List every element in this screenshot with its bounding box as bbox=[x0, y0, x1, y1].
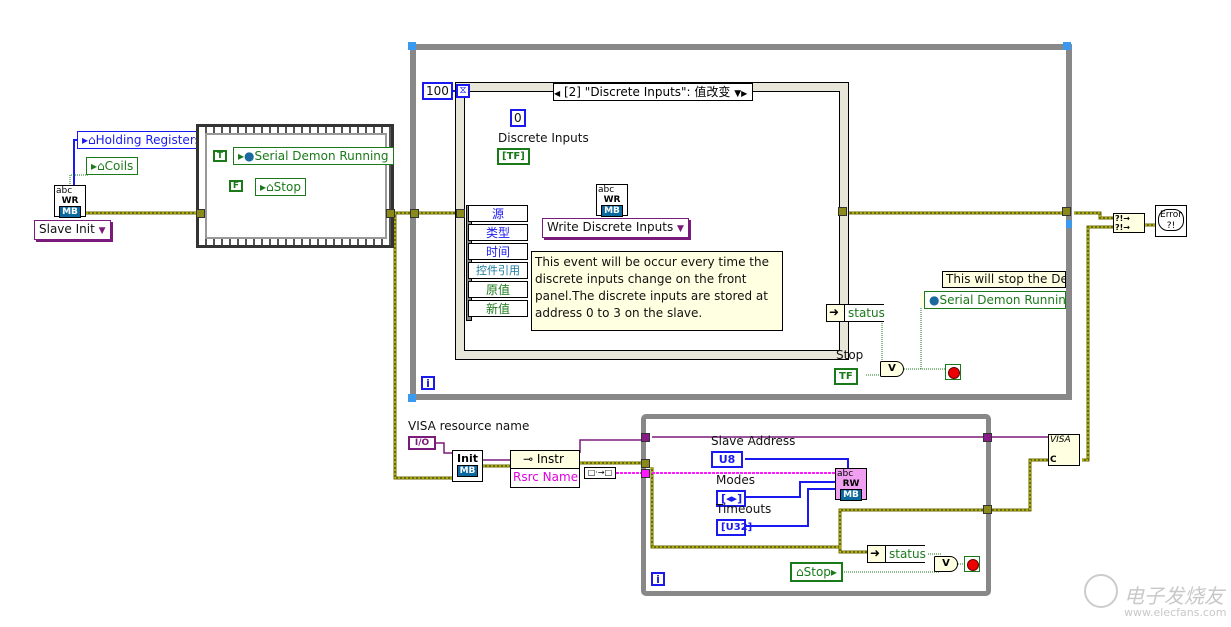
holding-registers-local[interactable]: ▸⌂Holding Registers bbox=[77, 131, 207, 149]
sequence-tunnel-in bbox=[196, 209, 205, 218]
house-icon: ⌂ bbox=[88, 133, 96, 147]
next-case-icon[interactable]: ▶ bbox=[741, 89, 748, 98]
event-field-oldval[interactable]: 原值 bbox=[468, 281, 528, 298]
slave-address-terminal[interactable]: U8 bbox=[711, 451, 743, 468]
loop-tunnel-error-out bbox=[983, 505, 992, 514]
or-gate[interactable]: V bbox=[880, 361, 904, 377]
arrow-right-icon: ▸ bbox=[238, 149, 245, 163]
timeout-constant[interactable]: 100 bbox=[422, 82, 453, 100]
house-icon: ⌂ bbox=[266, 180, 274, 194]
loop-tunnel-string-in bbox=[641, 469, 650, 478]
loop-corner-handle[interactable] bbox=[408, 42, 416, 50]
slave-address-label: Slave Address bbox=[711, 434, 796, 448]
event-tunnel-in bbox=[456, 209, 465, 218]
stop-comment: This will stop the Demon bbox=[942, 271, 1066, 288]
event-case-selector[interactable]: ◀ [2] "Discrete Inputs": 值改变 ▼▶ bbox=[553, 83, 753, 101]
speech-bubble-icon: Error ?! bbox=[1158, 209, 1184, 231]
arrow-right-icon: ▸ bbox=[91, 159, 98, 173]
arrow-right-icon: ➜ bbox=[870, 546, 881, 560]
house-icon: ⌂ bbox=[796, 565, 804, 579]
loop-edge-handle[interactable] bbox=[1066, 220, 1072, 228]
discrete-inputs-terminal[interactable]: [TF] bbox=[497, 148, 530, 165]
loop-tunnel-visa-out bbox=[983, 433, 992, 442]
watermark-logo-icon bbox=[1084, 574, 1118, 608]
true-constant[interactable]: T bbox=[213, 150, 227, 162]
merge-errors[interactable]: ?!→?!→ bbox=[1113, 213, 1145, 233]
loop-corner-handle[interactable] bbox=[1063, 42, 1071, 50]
unbundle-status[interactable]: ➜ status bbox=[826, 304, 885, 322]
event-comment: This event will be occur every time the … bbox=[531, 251, 783, 331]
stop-terminal[interactable]: TF bbox=[834, 368, 858, 385]
house-icon: ⌂ bbox=[97, 159, 105, 173]
timeouts-terminal[interactable]: [U32] bbox=[716, 519, 752, 536]
modes-label: Modes bbox=[716, 473, 755, 487]
unbundle-status[interactable]: ➜ status bbox=[867, 545, 926, 563]
address-constant[interactable]: 0 bbox=[510, 109, 526, 127]
globe-icon: ● bbox=[244, 149, 255, 163]
modes-terminal[interactable]: [◂▸] bbox=[716, 490, 746, 507]
watermark-url: www.elecfans.com bbox=[1124, 606, 1227, 619]
hourglass-icon: ⧖ bbox=[456, 84, 470, 98]
stop-local[interactable]: ▸⌂Stop bbox=[255, 178, 306, 196]
watermark-brand: 电子发烧友 bbox=[1124, 584, 1224, 608]
arrow-right-icon: ▸ bbox=[82, 133, 89, 147]
event-field-ctlref[interactable]: 控件引用 bbox=[468, 262, 528, 279]
modbus-init-vi[interactable]: Init MB bbox=[452, 450, 483, 482]
arrow-right-icon: ▸ bbox=[260, 180, 267, 194]
event-field-type[interactable]: 类型 bbox=[468, 224, 528, 241]
property-node[interactable]: ⊸ Instr Rsrc Name bbox=[510, 450, 580, 488]
sequence-tunnel-out bbox=[386, 209, 395, 218]
loop-tunnel-in bbox=[410, 209, 419, 218]
string-indicator: □·→□ bbox=[584, 467, 616, 479]
discrete-inputs-label: Discrete Inputs bbox=[498, 131, 589, 145]
visa-resource-terminal[interactable]: I/O bbox=[408, 436, 436, 450]
stop-label: Stop bbox=[836, 348, 864, 362]
loop-tunnel-error-in bbox=[641, 459, 650, 468]
event-tunnel-out bbox=[838, 207, 847, 216]
iteration-terminal: i bbox=[421, 376, 435, 390]
globe-icon: ● bbox=[929, 293, 940, 307]
coils-local[interactable]: ▸⌂Coils bbox=[86, 157, 139, 175]
event-field-time[interactable]: 时间 bbox=[468, 243, 528, 260]
false-constant[interactable]: F bbox=[229, 180, 243, 192]
modbus-write-vi[interactable]: abc WR MB bbox=[54, 185, 86, 218]
connector-icon: ⊸ bbox=[523, 452, 534, 466]
arrow-right-icon: ➜ bbox=[829, 305, 840, 319]
or-gate[interactable]: V bbox=[934, 556, 958, 572]
loop-tunnel-visa-in bbox=[641, 433, 650, 442]
error-handler[interactable]: Error ?! bbox=[1155, 205, 1187, 237]
event-field-newval[interactable]: 新值 bbox=[468, 300, 528, 317]
loop-corner-handle[interactable] bbox=[408, 394, 416, 402]
loop-stop-condition[interactable] bbox=[945, 364, 961, 380]
stop-local[interactable]: ⌂Stop▸ bbox=[790, 562, 843, 582]
modbus-rw-vi[interactable]: abc RW MB bbox=[835, 468, 867, 501]
serial-demon-running-local[interactable]: ●Serial Demon Running bbox=[924, 291, 1066, 309]
loop-tunnel-out bbox=[1062, 207, 1071, 216]
visa-close-vi[interactable]: VISA C bbox=[1048, 434, 1080, 466]
visa-resource-label: VISA resource name bbox=[408, 419, 530, 433]
dropdown-arrow-icon: ▼ bbox=[677, 224, 684, 234]
arrow-right-icon: ▸ bbox=[830, 565, 837, 579]
iteration-terminal: i bbox=[651, 572, 665, 586]
prev-case-icon[interactable]: ◀ bbox=[554, 89, 561, 98]
serial-demon-running-local[interactable]: ▸●Serial Demon Running bbox=[233, 147, 394, 165]
modbus-write-vi[interactable]: abc WR MB bbox=[596, 184, 628, 217]
slave-init-ring[interactable]: Slave Init ▼ bbox=[34, 220, 111, 240]
loop-stop-condition[interactable] bbox=[964, 556, 980, 572]
timeouts-label: Timeouts bbox=[716, 502, 772, 516]
dropdown-arrow-icon[interactable]: ▼ bbox=[734, 89, 742, 99]
dropdown-arrow-icon: ▼ bbox=[98, 226, 106, 236]
event-field-source[interactable]: 源 bbox=[468, 205, 528, 222]
write-discrete-inputs-ring[interactable]: Write Discrete Inputs ▼ bbox=[542, 218, 689, 238]
